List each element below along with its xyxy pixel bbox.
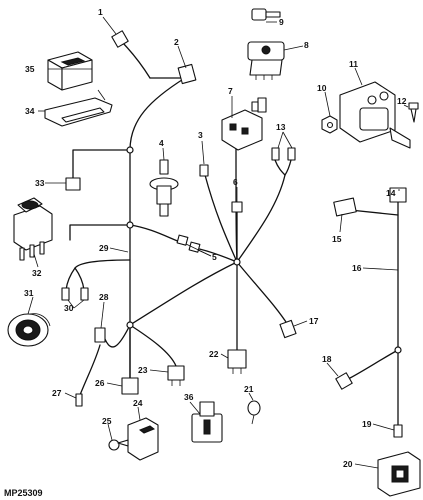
branch-to-switch-7 <box>235 139 238 263</box>
switch-32 <box>13 197 53 261</box>
callout-30: 30 <box>64 303 74 313</box>
callout-34: 34 <box>25 106 35 116</box>
connectors-5 <box>176 234 201 253</box>
right-branch-to-18 <box>349 349 399 379</box>
right-branch-to-15 <box>349 209 399 216</box>
callout-26: 26 <box>95 378 105 388</box>
branch-to-connector-23 <box>129 324 177 367</box>
callout-6: 6 <box>233 177 238 187</box>
callout-31: 31 <box>24 288 34 298</box>
connector-22 <box>227 349 247 374</box>
switch-7 <box>221 97 267 151</box>
callout-19: 19 <box>362 419 372 429</box>
callout-12: 12 <box>397 96 407 106</box>
screw-25 <box>108 439 129 451</box>
harness-junction-node <box>126 221 134 229</box>
screw-12 <box>408 102 419 123</box>
callout-14: 14 <box>386 188 396 198</box>
callout-36: 36 <box>184 392 194 402</box>
plunger-switch-4 <box>149 159 179 217</box>
callout-20: 20 <box>343 459 353 469</box>
branch-to-connector-17 <box>236 261 289 326</box>
ignition-key <box>251 8 281 21</box>
branch-to-connectors-5 <box>129 224 181 243</box>
connector-26 <box>121 377 139 395</box>
right-junction-node <box>394 346 402 354</box>
hex-nut-10 <box>321 115 338 134</box>
callout-3: 3 <box>198 130 203 140</box>
starter-solenoid <box>339 81 411 149</box>
callout-11: 11 <box>349 59 358 69</box>
callout-4: 4 <box>159 138 164 148</box>
harness-junction-node <box>126 321 134 329</box>
lower-left-branch <box>101 324 131 348</box>
callout-35: 35 <box>25 64 35 74</box>
callout-1: 1 <box>98 7 103 17</box>
callout-21: 21 <box>244 384 254 394</box>
rocker-switch-35 <box>47 51 93 91</box>
callout-33: 33 <box>35 178 45 188</box>
module-15 <box>333 197 357 217</box>
branch-to-connector-33 <box>72 149 131 181</box>
relay-24 <box>127 417 159 461</box>
callout-2: 2 <box>174 37 179 47</box>
callout-25: 25 <box>102 416 112 426</box>
bracket-34 <box>44 89 113 127</box>
callout-15: 15 <box>332 234 342 244</box>
callout-32: 32 <box>32 268 42 278</box>
cable-tie-21 <box>247 400 261 425</box>
connectors-13 <box>271 147 296 176</box>
callout-5: 5 <box>212 252 217 262</box>
right-harness <box>349 199 402 431</box>
connector-3 <box>199 164 209 177</box>
key-switch <box>247 41 285 80</box>
connector-28 <box>94 327 106 343</box>
cross-wire-to-junction <box>129 261 238 326</box>
callout-18: 18 <box>322 354 332 364</box>
plug-27 <box>75 393 83 407</box>
callout-24: 24 <box>133 398 143 408</box>
callout-10: 10 <box>317 83 327 93</box>
callout-7: 7 <box>228 86 233 96</box>
callout-16: 16 <box>352 263 362 273</box>
callout-labels: 1 2 3 4 5 6 7 8 9 10 11 12 13 14 15 16 1… <box>24 7 407 469</box>
branch-to-connector-2 <box>129 77 186 151</box>
connector-17 <box>279 319 297 339</box>
main-harness <box>69 39 289 396</box>
branch-to-switch-32 <box>69 224 131 241</box>
callout-27: 27 <box>52 388 62 398</box>
callout-23: 23 <box>138 365 148 375</box>
branch-to-connector-27 <box>79 344 101 396</box>
connector-33 <box>65 177 81 191</box>
connector-1 <box>111 30 129 48</box>
callout-17: 17 <box>309 316 319 326</box>
callout-13: 13 <box>276 122 286 132</box>
branch-to-connectors-13 <box>236 174 286 263</box>
connector-18 <box>335 372 353 390</box>
leader-lines <box>27 16 409 469</box>
figure-code: MP25309 <box>4 488 43 498</box>
connector-2 <box>177 63 197 85</box>
branch-to-connector-3 <box>204 174 238 263</box>
horn-31 <box>7 313 51 347</box>
power-port-20 <box>377 451 421 497</box>
harness-junction-node <box>233 258 241 266</box>
branch-to-connectors-30 <box>74 259 131 269</box>
connector-23 <box>167 365 185 386</box>
connector-6 <box>231 201 243 213</box>
connectors-30 <box>61 267 89 301</box>
module-36 <box>191 401 223 443</box>
callout-8: 8 <box>304 40 309 50</box>
harness-junction-node <box>126 146 134 154</box>
callout-29: 29 <box>99 243 109 253</box>
callout-22: 22 <box>209 349 219 359</box>
plug-19 <box>393 424 403 438</box>
branch-to-connector-1 <box>119 39 151 79</box>
callout-9: 9 <box>279 17 284 27</box>
connector-14 <box>389 187 407 203</box>
callout-28: 28 <box>99 292 109 302</box>
